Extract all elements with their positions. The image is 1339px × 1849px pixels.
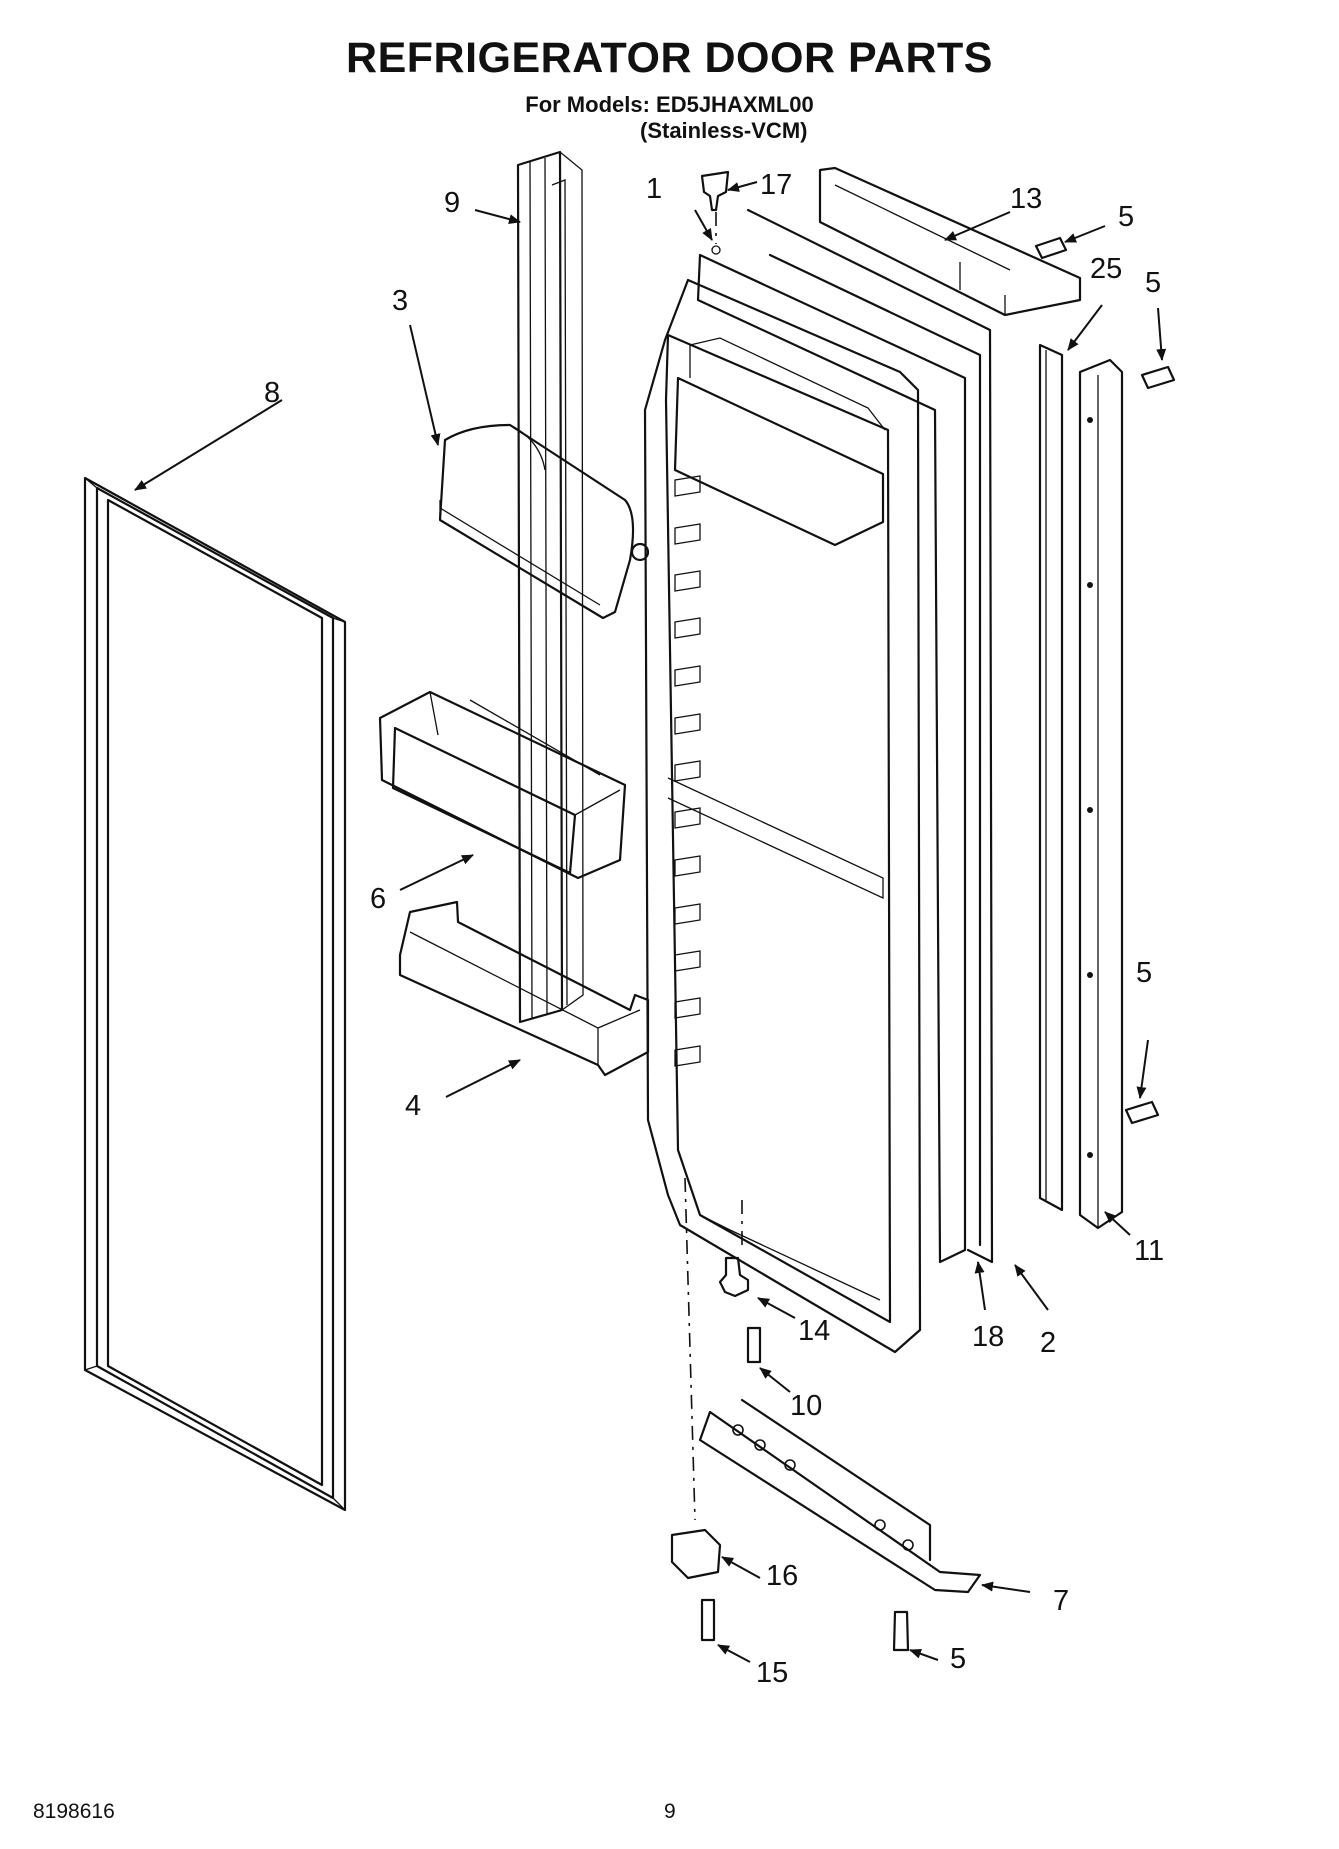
callout-5a: 5 (1118, 201, 1134, 233)
callout-leaders (134, 181, 1167, 1663)
hinge-shim-part (670, 1177, 722, 1580)
callout-8: 8 (264, 377, 280, 409)
callout-11: 11 (1134, 1235, 1164, 1267)
callout-10: 10 (790, 1390, 822, 1422)
page-number: 9 (664, 1800, 676, 1823)
door-panel-part (696, 208, 994, 1264)
callout-5b: 5 (1145, 267, 1161, 299)
document-number: 8198616 (33, 1800, 115, 1823)
callout-15: 15 (756, 1657, 788, 1689)
door-side-strip-part (1038, 343, 1064, 1212)
dairy-door-part (438, 423, 650, 620)
door-plug-part (700, 170, 730, 255)
door-bin-part (378, 690, 627, 880)
callout-3: 3 (392, 285, 408, 317)
door-top-cap-part (818, 166, 1082, 317)
door-side-trim-part (1078, 358, 1124, 1230)
callout-18: 18 (972, 1321, 1004, 1353)
door-liner-part (643, 278, 922, 1354)
callout-5d: 5 (950, 1643, 966, 1675)
variant-line: (Stainless-VCM) (640, 118, 808, 143)
callout-16: 16 (766, 1560, 798, 1592)
models-line: For Models: ED5JHAXML00 (525, 92, 814, 117)
callout-25: 25 (1090, 253, 1122, 285)
shim-screw-part (700, 1598, 716, 1642)
callout-13: 13 (1010, 183, 1042, 215)
screw-part (892, 236, 1176, 1652)
callout-14: 14 (798, 1315, 830, 1347)
callout-5c: 5 (1136, 957, 1152, 989)
door-gasket-part (83, 476, 347, 1512)
door-rail-part (398, 900, 650, 1077)
callout-4: 4 (405, 1090, 421, 1122)
callout-7: 7 (1053, 1585, 1069, 1617)
page-title: REFRIGERATOR DOOR PARTS (346, 34, 993, 82)
callout-2: 2 (1040, 1327, 1056, 1359)
callout-9: 9 (444, 187, 460, 219)
callout-1: 1 (646, 173, 662, 205)
hinge-bracket-part (698, 1398, 982, 1594)
callout-6: 6 (370, 883, 386, 915)
callout-17: 17 (760, 169, 792, 201)
trim-strip-part (516, 150, 584, 1024)
hinge-pin-part (718, 1200, 750, 1298)
hinge-screw-part (746, 1326, 762, 1364)
